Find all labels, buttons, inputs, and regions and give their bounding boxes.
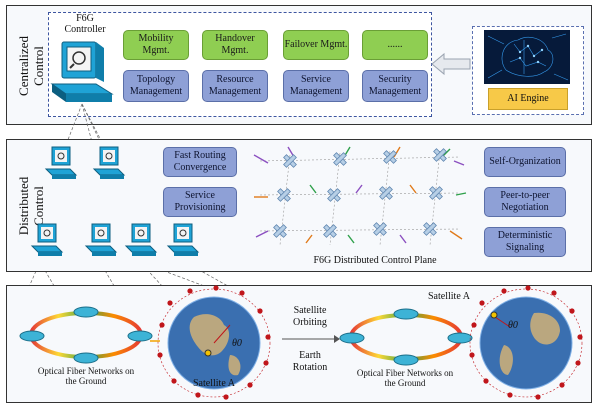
- earth-rotation-label: Earth Rotation: [292, 350, 328, 373]
- controller-computer-icon: [50, 41, 114, 102]
- distributed-controller-icon: [44, 146, 78, 179]
- earth-left-icon: [150, 285, 271, 400]
- more-functions-box: ......: [362, 30, 428, 60]
- theta-right-label: θ0: [508, 320, 518, 331]
- distributed-controller-icon: [124, 223, 158, 256]
- mobility-mgmt-box: Mobility Mgmt.: [123, 30, 189, 60]
- distributed-controller-icon: [92, 146, 126, 179]
- transition-arrow-icon: [282, 335, 340, 343]
- distributed-controller-icon: [84, 223, 118, 256]
- satellite-a-left-label: Satellite A: [193, 378, 235, 389]
- distributed-controller-icon: [30, 223, 64, 256]
- security-management-box: Security Management: [362, 70, 428, 102]
- peer-to-peer-negotiation-box: Peer-to-peer Negotiation: [484, 187, 566, 217]
- topology-management-box: Topology Management: [123, 70, 189, 102]
- fiber-label-left: Optical Fiber Networks on the Ground: [37, 366, 135, 386]
- satellite-orbiting-label: Satellite Orbiting: [293, 305, 327, 328]
- ai-brain-icon: [484, 30, 570, 84]
- self-organization-box: Self-Organization: [484, 147, 566, 177]
- deterministic-signaling-box: Deterministic Signaling: [484, 227, 566, 257]
- resource-management-box: Resource Management: [202, 70, 268, 102]
- failover-mgmt-box: Failover Mgmt.: [283, 30, 349, 60]
- distributed-plane-label: F6G Distributed Control Plane: [313, 255, 437, 266]
- earth-right-icon: [469, 285, 583, 400]
- optical-fiber-ring-right: [339, 308, 473, 366]
- service-management-box: Service Management: [283, 70, 349, 102]
- fast-routing-convergence-box: Fast Routing Convergence: [163, 147, 237, 177]
- satellite-a-right-label: Satellite A: [428, 291, 470, 302]
- fiber-label-right: Optical Fiber Networks on the Ground: [356, 368, 454, 388]
- optical-fiber-ring-left: [19, 306, 153, 364]
- satellite-mesh-diagram: [253, 146, 467, 246]
- ai-engine-label: AI Engine: [488, 88, 568, 110]
- service-provisioning-box: Service Provisioning: [163, 187, 237, 217]
- controller-label: F6G Controller: [64, 13, 106, 35]
- handover-mgmt-box: Handover Mgmt.: [202, 30, 268, 60]
- ai-to-controller-arrow-icon: [431, 52, 471, 76]
- theta-left-label: θ0: [232, 338, 242, 349]
- distributed-controller-icon: [166, 223, 200, 256]
